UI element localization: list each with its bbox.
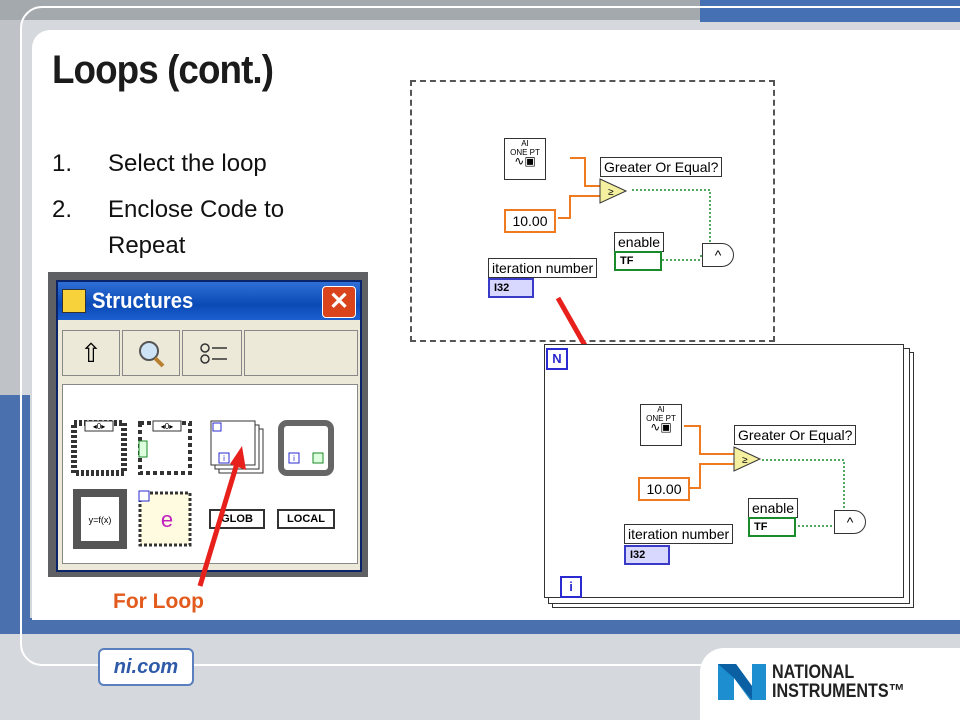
daq-line-1: AI <box>521 139 529 148</box>
brand-line-1: NATIONAL <box>772 662 855 683</box>
and-function-icon[interactable]: ^ <box>702 243 734 267</box>
close-button[interactable]: ✕ <box>322 286 356 318</box>
numeric-constant[interactable]: 10.00 <box>638 477 690 501</box>
global-variable-item[interactable]: GLOB <box>209 509 269 569</box>
arrow-head-icon <box>230 446 246 470</box>
event-structure-item[interactable]: e <box>137 489 195 549</box>
daq-assistant-node[interactable]: AI ONE PT ∿▣ <box>640 404 682 446</box>
ni-eagle-logo-icon <box>718 664 766 700</box>
bottom-blue-band <box>0 618 960 634</box>
step-text: Enclose Code to <box>108 196 285 223</box>
formula-node-item[interactable]: y=f(x) <box>71 489 129 549</box>
while-loop-item[interactable]: i <box>277 419 335 479</box>
daq-line-1: AI <box>657 405 665 414</box>
event-structure-icon: e <box>138 490 192 547</box>
step-2: 2. Enclose Code to <box>52 192 372 228</box>
svg-text:≥: ≥ <box>742 455 748 466</box>
for-loop-iteration-glyph: i <box>223 454 225 463</box>
daq-line-2: ONE PT <box>510 148 540 157</box>
for-loop-callout: For Loop <box>113 590 204 613</box>
step-1: 1. Select the loop <box>52 146 372 182</box>
count-terminal[interactable]: N <box>546 348 568 370</box>
frame-outline <box>20 6 960 666</box>
daq-line-2: ONE PT <box>646 414 676 423</box>
greater-or-equal-icon[interactable]: ≥ <box>598 177 628 205</box>
ni-com-link[interactable]: ni.com <box>98 648 194 686</box>
daq-assistant-node[interactable]: AI ONE PT ∿▣ <box>504 138 546 180</box>
compare-label: Greater Or Equal? <box>600 157 723 177</box>
iteration-label: iteration number <box>488 258 598 278</box>
up-button[interactable]: ⇧ <box>62 330 120 376</box>
case-structure-item[interactable]: ◂0▸ <box>71 419 129 479</box>
enable-boolean-control[interactable]: TF <box>614 251 662 271</box>
iteration-label: iteration number <box>624 524 734 544</box>
search-icon <box>139 341 165 368</box>
step-text: Select the loop <box>108 150 267 177</box>
daq-signal-icon: ∿▣ <box>514 154 536 168</box>
enable-boolean-control[interactable]: TF <box>748 517 796 537</box>
iteration-terminal[interactable]: i <box>560 576 582 598</box>
global-variable-icon: GLOB <box>209 509 265 529</box>
ni-brand-text: NATIONAL INSTRUMENTS™ <box>772 663 905 701</box>
palette-title: Structures <box>92 288 194 313</box>
sequence-structure-item[interactable]: ◂0▸ <box>137 419 195 479</box>
brand-line-2: INSTRUMENTS™ <box>772 681 905 702</box>
left-blue-band <box>0 395 30 620</box>
while-loop-iteration-glyph: i <box>293 454 295 463</box>
up-arrow-icon: ⇧ <box>80 338 102 368</box>
loop-diagram-wires <box>684 425 845 527</box>
enable-label: enable <box>614 232 665 252</box>
enable-label: enable <box>748 498 799 518</box>
palette-titlebar[interactable] <box>58 282 360 320</box>
formula-node-label: y=f(x) <box>89 515 112 525</box>
left-strip <box>0 20 22 440</box>
compare-label: Greater Or Equal? <box>734 425 857 445</box>
search-button[interactable] <box>122 330 180 376</box>
while-loop-icon: i <box>278 420 334 476</box>
step-number: 1. <box>52 150 73 177</box>
selection-rectangle <box>410 80 775 342</box>
view-options-button[interactable] <box>182 330 242 376</box>
view-options-icon <box>200 343 227 364</box>
iteration-indicator[interactable]: I32 <box>488 278 534 298</box>
sequence-selector-label: ◂0▸ <box>161 422 173 431</box>
slide-title: Loops (cont.) <box>52 48 274 92</box>
step-2-continued: Repeat <box>52 228 372 264</box>
step-text: Repeat <box>108 232 186 259</box>
case-selector-label: ◂0▸ <box>93 422 105 431</box>
event-structure-glyph: e <box>161 507 173 532</box>
numeric-constant[interactable]: 10.00 <box>504 209 556 233</box>
formula-node-icon: y=f(x) <box>73 489 127 549</box>
toolbar-spacer <box>244 330 358 376</box>
daq-signal-icon: ∿▣ <box>650 420 672 434</box>
palette-app-icon <box>62 289 86 313</box>
local-variable-icon: LOCAL <box>277 509 335 529</box>
case-structure-icon: ◂0▸ <box>71 420 127 476</box>
greater-or-equal-icon[interactable]: ≥ <box>732 445 762 473</box>
top-blue-band <box>700 0 960 22</box>
sequence-structure-icon: ◂0▸ <box>138 420 192 475</box>
svg-text:≥: ≥ <box>608 187 614 198</box>
and-function-icon[interactable]: ^ <box>834 510 866 534</box>
palette-items-grid: ◂0▸ ◂0▸ i i y=f(x) e GLOB LOCAL <box>62 384 358 564</box>
iteration-indicator[interactable]: I32 <box>624 545 670 565</box>
local-variable-item[interactable]: LOCAL <box>277 509 337 569</box>
step-number: 2. <box>52 196 73 223</box>
